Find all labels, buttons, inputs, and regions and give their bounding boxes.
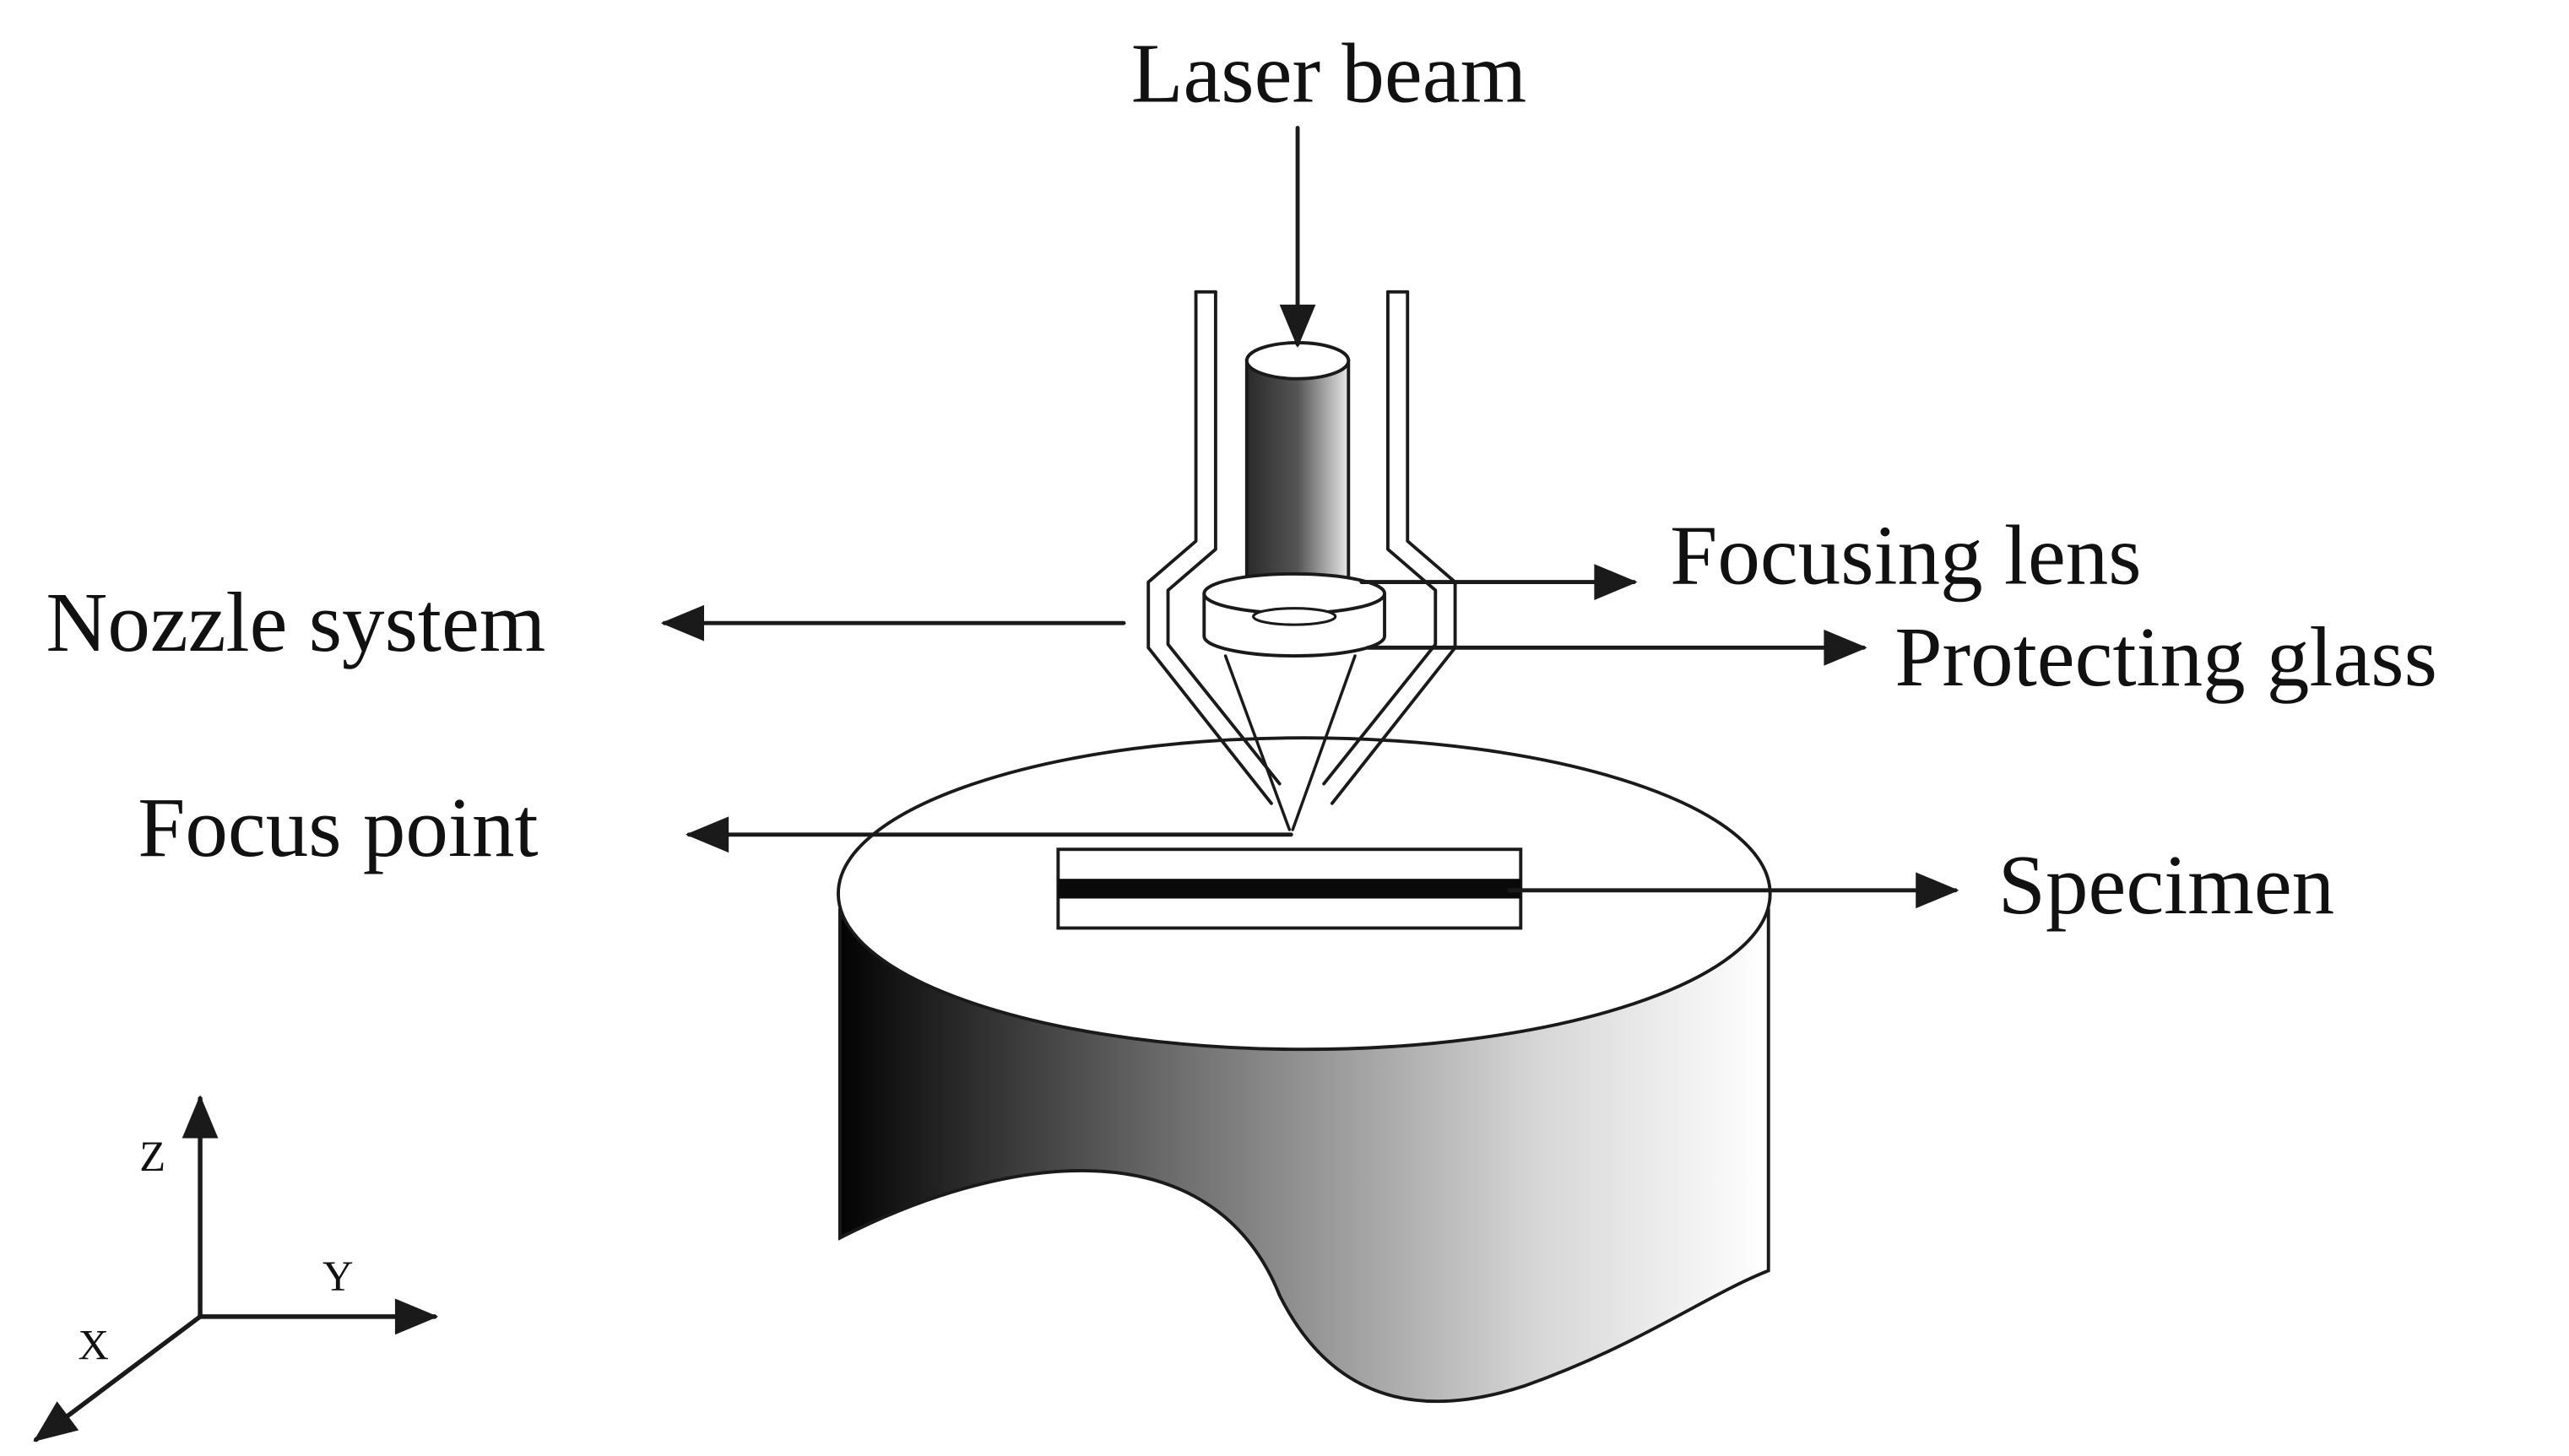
lens-tube [1244, 341, 1351, 593]
labels: Laser beam Focusing lens Nozzle system P… [46, 25, 2437, 932]
x-axis-label: X [79, 1321, 109, 1368]
stage-side-surface [837, 908, 1770, 1404]
focusing-lens-label: Focusing lens [1670, 508, 2141, 603]
laser-beam-label: Laser beam [1131, 25, 1526, 120]
coordinate-axes: Z Y X [33, 1095, 439, 1442]
specimen [1056, 847, 1523, 930]
specimen-weld-seam [1058, 879, 1521, 899]
y-axis-label: Y [322, 1253, 353, 1300]
protecting-glass [1252, 607, 1337, 626]
protecting-glass-label: Protecting glass [1894, 609, 2437, 704]
lens-assembly [1202, 571, 1386, 658]
annotation-arrows [660, 126, 1959, 909]
stage-cylinder [837, 736, 1772, 1404]
laser-cone [1223, 654, 1357, 831]
z-axis-label: Z [139, 1133, 165, 1180]
nozzle-system [1146, 290, 1457, 805]
nozzle-system-label: Nozzle system [46, 575, 545, 669]
specimen-label: Specimen [1998, 837, 2334, 932]
x-axis-arrow [33, 1314, 203, 1442]
focus-point-label: Focus point [138, 780, 538, 874]
